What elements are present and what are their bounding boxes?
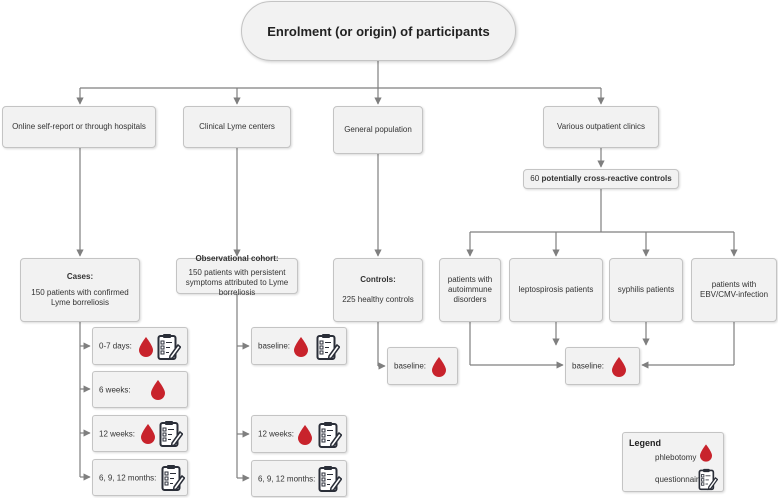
clipboard-questionnaire-icon: [157, 334, 181, 361]
origin-outpatient-label: Various outpatient clinics: [557, 122, 645, 131]
group-cases: Cases: 150 patients with confirmed Lyme …: [20, 258, 140, 322]
blood-drop-icon: [141, 424, 155, 444]
timepoint-label: 12 weeks:: [99, 429, 136, 438]
cross-reactive-box: 60 potentially cross-reactive controls: [523, 169, 679, 189]
timepoint-label: 12 weeks:: [258, 429, 295, 439]
timepoint-label: baseline:: [394, 361, 427, 371]
group-cases-desc: 150 patients with confirmed Lyme borreli…: [31, 288, 129, 307]
timepoint-cases-6-9-12-months: 6, 9, 12 months:: [92, 459, 188, 496]
timepoint-cross-reactive-baseline: baseline:: [565, 347, 640, 385]
timepoint-controls-baseline: baseline:: [387, 347, 458, 385]
blood-drop-icon: [294, 337, 308, 357]
group-controls-title: Controls:: [360, 275, 396, 284]
timepoint-label: 6, 9, 12 months:: [258, 474, 316, 483]
timepoint-label: 6, 9, 12 months:: [99, 473, 157, 482]
origin-clinical: Clinical Lyme centers: [183, 106, 291, 148]
legend: Legend phlebotomy questionnaire: [622, 432, 724, 492]
blood-drop-icon: [298, 425, 312, 445]
origin-outpatient: Various outpatient clinics: [543, 106, 659, 148]
subgroup-leptospirosis: leptospirosis patients: [509, 258, 603, 322]
blood-drop-icon: [612, 357, 626, 377]
timepoint-label: baseline:: [258, 341, 291, 351]
group-observational-title: Observational cohort:: [195, 254, 279, 263]
origin-online: Online self-report or through hospitals: [2, 106, 156, 148]
diagram-title-text: Enrolment (or origin) of participants: [267, 23, 490, 39]
group-controls-desc: 225 healthy controls: [342, 295, 414, 304]
subgroup-syphilis-label: syphilis patients: [617, 285, 675, 294]
cross-reactive-label: potentially cross-reactive controls: [541, 174, 672, 183]
subgroup-autoimmune: patients with autoimmune disorders: [439, 258, 501, 322]
clipboard-questionnaire-icon: [318, 466, 342, 493]
timepoint-label: baseline:: [572, 361, 605, 371]
timepoint-label: 0-7 days:: [99, 341, 132, 351]
legend-title: Legend: [629, 438, 662, 448]
timepoint-observational-baseline: baseline:: [251, 327, 347, 365]
subgroup-syphilis: syphilis patients: [609, 258, 683, 322]
clipboard-questionnaire-icon: [318, 422, 342, 449]
timepoint-cases-12-weeks: 12 weeks:: [92, 415, 188, 452]
diagram-title: Enrolment (or origin) of participants: [241, 1, 516, 61]
cross-reactive-count: 60: [530, 174, 540, 183]
origin-general: General population: [333, 106, 423, 154]
subgroup-ebv: patients with EBV/CMV-infection: [691, 258, 777, 322]
blood-drop-icon: [432, 357, 446, 377]
origin-general-label: General population: [344, 125, 412, 134]
subgroup-ebv-label: patients with EBV/CMV-infection: [699, 280, 769, 299]
timepoint-observational-12-weeks: 12 weeks:: [251, 415, 347, 453]
subgroup-leptospirosis-label: leptospirosis patients: [518, 285, 594, 294]
legend-questionnaire-label: questionnaire: [655, 475, 704, 484]
timepoint-label: 6 weeks:: [99, 385, 131, 394]
blood-drop-icon: [139, 337, 153, 357]
subgroup-autoimmune-label: patients with autoimmune disorders: [447, 275, 493, 304]
timepoint-cases-6-weeks: 6 weeks:: [92, 371, 188, 408]
origin-online-label: Online self-report or through hospitals: [12, 122, 146, 131]
blood-drop-icon: [151, 380, 165, 400]
timepoint-observational-6-9-12-months: 6, 9, 12 months:: [251, 460, 347, 497]
legend-phlebotomy-label: phlebotomy: [655, 453, 697, 462]
clipboard-questionnaire-icon: [316, 334, 340, 361]
blood-drop-icon: [700, 444, 712, 462]
group-observational-desc: 150 patients with persistent symptoms at…: [185, 268, 289, 297]
clipboard-questionnaire-icon: [159, 421, 183, 448]
clipboard-questionnaire-icon: [161, 465, 185, 492]
clipboard-questionnaire-icon: [698, 468, 718, 491]
timepoint-cases-0-7-days: 0-7 days:: [92, 327, 188, 365]
group-controls: Controls: 225 healthy controls: [333, 258, 423, 322]
group-observational: Observational cohort: 150 patients with …: [176, 254, 298, 297]
group-cases-title: Cases:: [66, 272, 94, 281]
origin-clinical-label: Clinical Lyme centers: [199, 122, 275, 131]
